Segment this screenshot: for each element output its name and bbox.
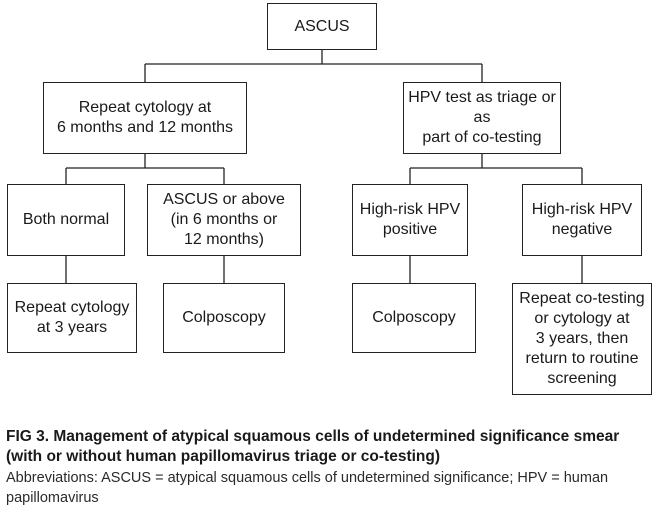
both-normal-node: Both normal [7, 184, 125, 256]
flowchart-connectors [65, 50, 583, 283]
figure-caption-title: FIG 3. Management of atypical squamous c… [6, 428, 620, 465]
figure-abbreviations: Abbreviations: ASCUS = atypical squamous… [6, 470, 609, 506]
colposcopy-right-node: Colposcopy [352, 283, 476, 353]
right-branch-node: HPV test as triage or as part of co-test… [403, 82, 561, 154]
hpv-negative-node: High-risk HPV negative [522, 184, 642, 256]
ascus-or-above-node: ASCUS or above (in 6 months or 12 months… [147, 184, 301, 256]
figure-caption: FIG 3. Management of atypical squamous c… [6, 427, 658, 508]
hpv-positive-node: High-risk HPV positive [352, 184, 468, 256]
repeat-cytology-3-years-node: Repeat cytology at 3 years [7, 283, 137, 353]
left-branch-node: Repeat cytology at 6 months and 12 month… [43, 82, 247, 154]
root-node: ASCUS [267, 3, 377, 50]
colposcopy-left-node: Colposcopy [163, 283, 285, 353]
repeat-co-testing-node: Repeat co-testing or cytology at 3 years… [512, 283, 652, 395]
flowchart: ASCUS Repeat cytology at 6 months and 12… [7, 3, 652, 395]
